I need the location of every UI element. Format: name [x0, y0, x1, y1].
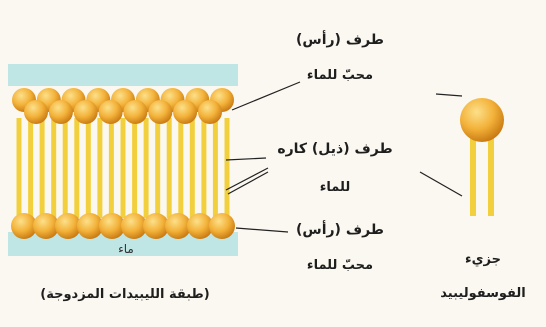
top-head-12	[73, 100, 98, 124]
top-head-14	[123, 100, 148, 124]
bottom-head-title: طرف (رأس)	[295, 222, 384, 238]
bottom-head-6	[121, 213, 147, 239]
top-head-10	[24, 100, 48, 124]
tail-12	[143, 118, 149, 218]
top-head-desc: محبّ للماء	[306, 68, 374, 83]
tail-14	[166, 118, 172, 218]
bottom-head-4	[77, 213, 103, 239]
tail-3	[39, 118, 45, 218]
tail-11	[132, 118, 138, 218]
tail-16	[189, 118, 195, 218]
water-band-top	[8, 64, 238, 86]
bilayer-caption: (طبقة الليبيدات المزدوجة)	[40, 287, 210, 302]
top-head-16	[173, 100, 198, 124]
bottom-head-row	[11, 213, 235, 239]
bottom-head-3	[55, 213, 81, 239]
tail-9	[108, 118, 114, 218]
water-label: ماء	[118, 242, 134, 256]
leader-bottom-head	[235, 227, 289, 233]
tail-10	[120, 118, 126, 218]
molecule-head	[460, 98, 504, 142]
tail-title: طرف (ذيل) كاره	[277, 141, 393, 157]
top-head-row	[12, 88, 234, 124]
top-head-title: طرف (رأس)	[295, 32, 384, 48]
bottom-head-5	[99, 213, 125, 239]
top-head-11	[48, 100, 73, 124]
top-head-17	[198, 100, 222, 124]
leader-tail-lower-b	[227, 171, 269, 195]
bottom-head-desc: محبّ للماء	[306, 258, 374, 273]
bottom-head-7	[143, 213, 169, 239]
tail-15	[178, 118, 184, 218]
leader-tail-lower-a	[225, 167, 269, 191]
tail-18	[212, 118, 218, 218]
bottom-head-9	[187, 213, 213, 239]
top-head-13	[98, 100, 123, 124]
molecule-label-line2: الفوسفوليبيد	[440, 286, 526, 301]
tail-2	[28, 118, 34, 218]
tail-8	[97, 118, 103, 218]
bottom-head-2	[33, 213, 59, 239]
tail-1	[16, 118, 22, 218]
tail-4	[51, 118, 57, 218]
leader-molecule-tail	[419, 171, 463, 197]
bottom-head-1	[11, 213, 37, 239]
tail-19	[224, 118, 230, 218]
molecule-tail-left	[470, 136, 476, 216]
leader-lines	[225, 81, 463, 233]
leader-molecule-head	[435, 93, 463, 97]
tail-17	[201, 118, 207, 218]
tail-13	[155, 118, 161, 218]
leader-tail-upper	[225, 157, 267, 161]
bottom-head-8	[165, 213, 191, 239]
bottom-head-10	[209, 213, 235, 239]
leader-top-head	[231, 81, 301, 111]
tail-desc: للماء	[319, 180, 351, 195]
phospholipid-molecule	[460, 98, 504, 216]
tail-7	[85, 118, 91, 218]
tail-6	[74, 118, 80, 218]
hydrophobic-tails	[16, 118, 230, 218]
molecule-tail-right	[488, 136, 494, 216]
molecule-label-line1: جزيء	[464, 252, 502, 267]
tail-5	[62, 118, 68, 218]
top-head-15	[148, 100, 173, 124]
